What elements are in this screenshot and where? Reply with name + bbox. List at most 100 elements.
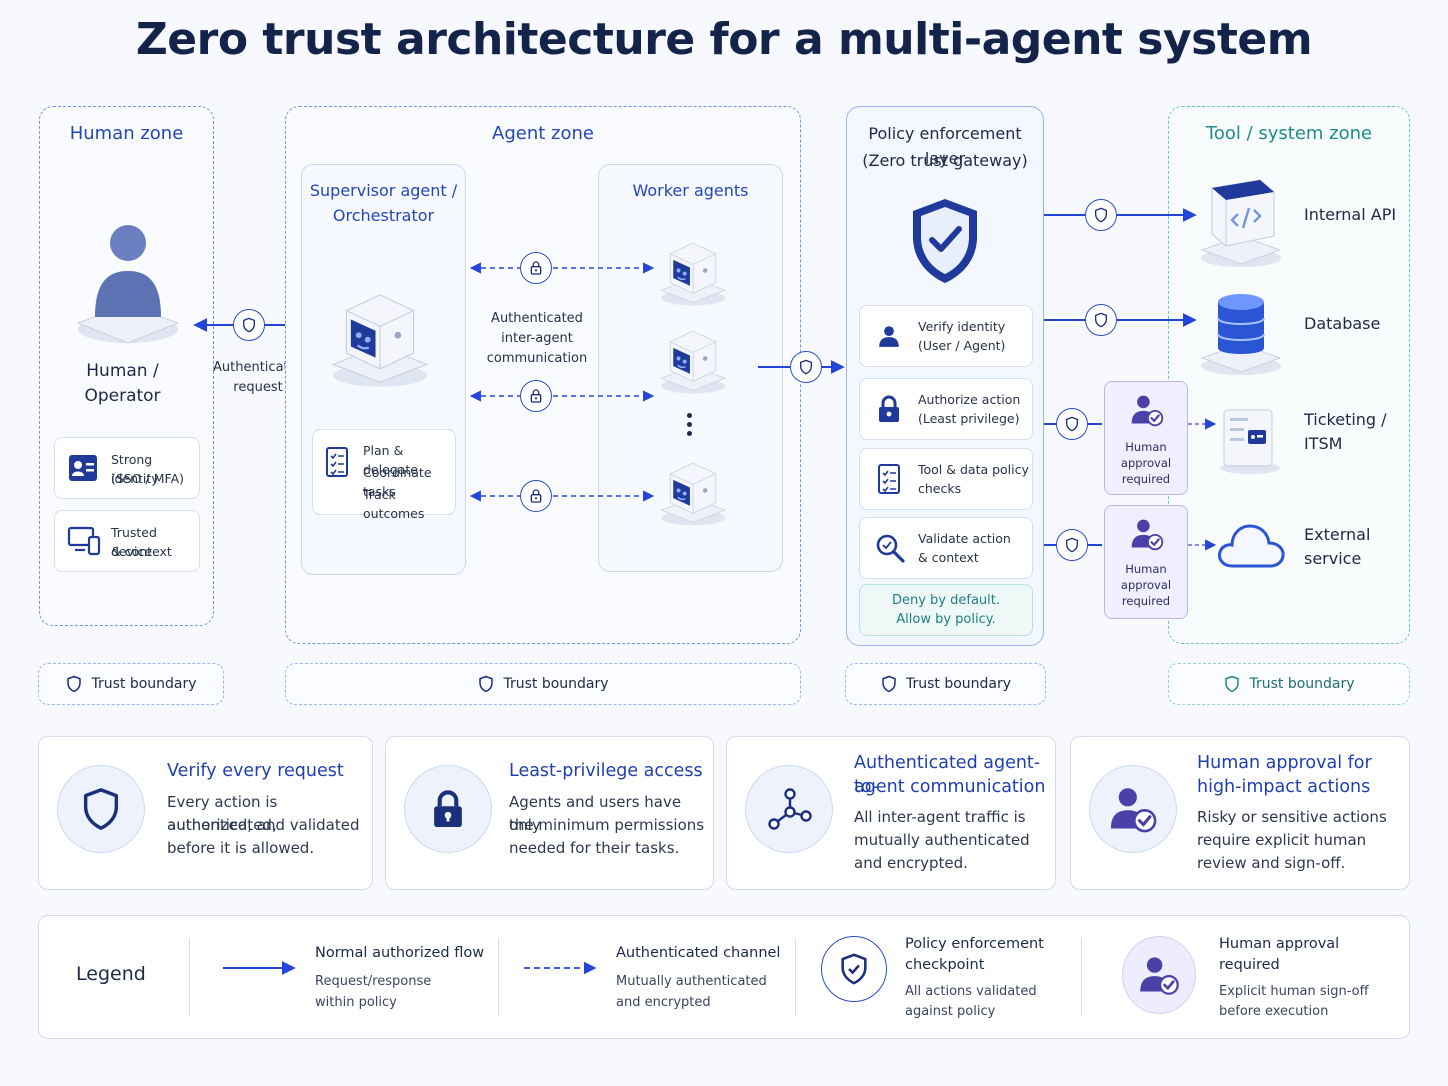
- trust-boundary-label: Trust boundary: [503, 676, 609, 692]
- auth-request-line1: Authenticated: [213, 360, 305, 375]
- tool-checkpoint-icon: [1085, 199, 1117, 231]
- tool-zone-title: Tool / system zone: [1205, 123, 1373, 144]
- trust-boundary-label: Trust boundary: [91, 676, 197, 692]
- check-verify-identity: Verify identity (User / Agent): [859, 305, 1033, 367]
- database-icon: [1200, 294, 1282, 375]
- task-coordinate: Coordinate tasks: [363, 465, 432, 499]
- legend-4-title-1: Human approval: [1219, 936, 1340, 952]
- legend-1-text1: Request/response: [315, 974, 432, 989]
- ticketing-icon: [1220, 409, 1280, 474]
- network-icon: [745, 765, 833, 853]
- lock-icon: [404, 765, 492, 853]
- principle-3-line1: All inter-agent traffic is: [854, 808, 1026, 826]
- human-approval-box: Human approval required: [1104, 381, 1188, 495]
- lock-icon: [520, 380, 552, 412]
- principle-4-line3: review and sign-off.: [1197, 854, 1346, 872]
- trust-boundary-agent: Trust boundary: [285, 663, 801, 705]
- principle-3-title-1: Authenticated agent-to-: [854, 753, 1041, 797]
- check-1-line1: Verify identity: [918, 319, 1006, 334]
- operator-label-1: Human /: [86, 361, 159, 381]
- tool-checkpoint-icon: [1085, 304, 1117, 336]
- principle-3-title-2: agent communication: [854, 777, 1046, 797]
- identity-card: Strong identity (SSO / MFA): [54, 437, 200, 499]
- legend-divider: [189, 938, 190, 1016]
- approver-icon: [1089, 765, 1177, 853]
- worker-agents-panel: Worker agents: [598, 164, 783, 572]
- deny-by-default-note: Deny by default. Allow by policy.: [859, 584, 1033, 636]
- approval-line3: required: [1121, 472, 1171, 486]
- policy-checkpoint-icon: [790, 351, 822, 383]
- human-zone: Human zone Human / Operator Strong ident…: [39, 106, 214, 626]
- checkpoint-shield-icon: [821, 936, 887, 1002]
- gateway-shield-icon: [913, 199, 977, 283]
- inter-agent-line3: communication: [486, 351, 588, 366]
- legend-3-text2: against policy: [905, 1004, 996, 1019]
- legend-4-text2: before execution: [1219, 1004, 1329, 1019]
- legend-1-text2: within policy: [315, 995, 397, 1010]
- tool-external-line1: External: [1304, 525, 1371, 544]
- shield-icon: [1225, 675, 1240, 693]
- default-line1: Deny by default.: [891, 593, 1001, 608]
- internal-api-icon: [1200, 179, 1282, 267]
- tool-ticketing-line2: ITSM: [1304, 434, 1343, 453]
- legend-3-text1: All actions validated: [905, 984, 1037, 999]
- principle-2-title: Least-privilege access: [509, 761, 703, 781]
- check-2-line1: Authorize action: [918, 392, 1021, 407]
- supervisor-agent-panel: Supervisor agent / Orchestrator Plan & d…: [301, 164, 466, 575]
- trust-boundary-label: Trust boundary: [1249, 676, 1355, 692]
- principle-verify-request: Verify every request Every action is aut…: [38, 736, 373, 890]
- check-4-line2: & context: [918, 550, 979, 565]
- worker-robot-icon: [660, 462, 726, 527]
- policy-title-2: (Zero trust gateway): [862, 151, 1028, 170]
- legend-divider: [498, 938, 499, 1016]
- shield-icon: [57, 765, 145, 853]
- cloud-icon: [1218, 524, 1285, 568]
- check-3-line2: checks: [918, 481, 962, 496]
- principle-2-line3: needed for their tasks.: [509, 839, 680, 857]
- principle-4-title-1: Human approval for: [1197, 753, 1372, 773]
- legend-1-title: Normal authorized flow: [315, 945, 485, 961]
- principle-least-privilege: Least-privilege access Agents and users …: [385, 736, 714, 890]
- magnifier-icon: [876, 534, 905, 563]
- checklist-icon: [326, 447, 348, 477]
- check-1-line2: (User / Agent): [918, 338, 1006, 353]
- approval-line1: Human: [1125, 440, 1167, 454]
- tool-ticketing-line1: Ticketing /: [1304, 410, 1387, 429]
- supervisor-title-2: Orchestrator: [332, 206, 435, 225]
- principle-1-line2: authorized, and validated: [167, 816, 360, 834]
- trust-boundary-tools: Trust boundary: [1168, 663, 1410, 705]
- principle-1-line3: before it is allowed.: [167, 839, 315, 857]
- lock-icon: [879, 395, 899, 422]
- workers-title: Worker agents: [632, 181, 749, 200]
- task-plan: Plan & delegate: [363, 443, 418, 477]
- legend-2-title: Authenticated channel: [616, 945, 781, 961]
- principle-1-line1: Every action is authenticated,: [167, 793, 278, 834]
- approver-icon: [1130, 518, 1164, 551]
- checklist-icon: [878, 464, 900, 494]
- shield-icon: [67, 675, 82, 693]
- tool-database-line1: Database: [1304, 314, 1381, 333]
- policy-title-1: Policy enforcement layer: [868, 124, 1022, 168]
- principle-4-line1: Risky or sensitive actions: [1197, 808, 1387, 826]
- device-card: Trusted device & context: [54, 510, 200, 572]
- check-tool-data-policy: Tool & data policy checks: [859, 448, 1033, 510]
- auth-request-checkpoint-icon: [233, 309, 265, 341]
- lock-icon: [520, 252, 552, 284]
- tool-system-zone: Tool / system zone: [1168, 106, 1410, 644]
- legend-4-text1: Explicit human sign-off: [1219, 984, 1369, 999]
- more-workers-ellipsis: [687, 413, 697, 436]
- principle-4-title-2: high-impact actions: [1197, 777, 1371, 797]
- operator-label-2: Operator: [84, 386, 161, 406]
- tool-checkpoint-icon: [1056, 408, 1088, 440]
- user-icon: [879, 326, 899, 347]
- auth-request-line2: request: [233, 380, 283, 395]
- lock-icon: [520, 480, 552, 512]
- tool-internal-api-line1: Internal API: [1304, 205, 1397, 224]
- approval-line2: approval: [1120, 578, 1172, 592]
- supervisor-title-1: Supervisor agent /: [309, 181, 458, 200]
- human-zone-title: Human zone: [69, 123, 184, 144]
- legend: Legend Normal authorized flow Request/re…: [38, 915, 1410, 1039]
- tool-checkpoint-icon: [1056, 529, 1088, 561]
- approver-icon: [1130, 394, 1164, 427]
- legend-divider: [1081, 938, 1082, 1016]
